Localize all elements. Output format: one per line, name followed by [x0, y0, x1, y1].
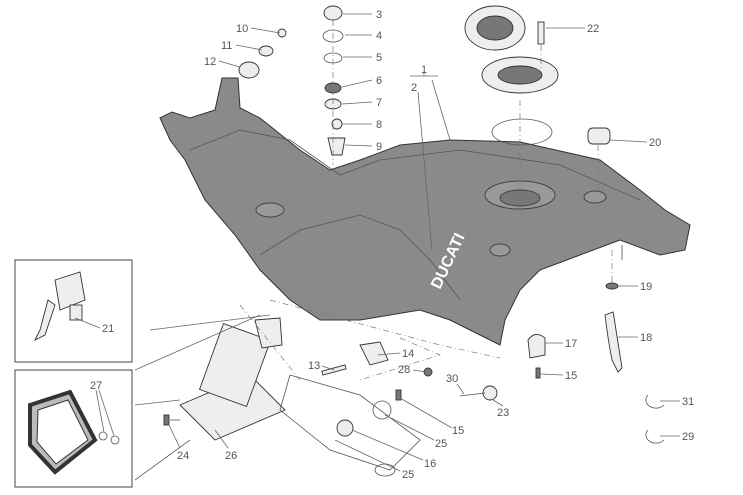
callout-18: 18	[640, 332, 652, 344]
pump-gasket	[28, 389, 120, 475]
callout-5: 5	[376, 52, 382, 64]
filler-cap-assembly	[464, 5, 559, 190]
callout-29: 29	[682, 431, 694, 443]
callout-31: 31	[682, 396, 694, 408]
callout-1: 1	[421, 64, 427, 76]
callout-9: 9	[376, 141, 382, 153]
callout-15a: 15	[565, 370, 577, 382]
callout-23: 23	[497, 407, 509, 419]
callout-19: 19	[640, 281, 652, 293]
callout-3: 3	[376, 9, 382, 21]
callout-20: 20	[649, 137, 661, 149]
callout-30: 30	[446, 373, 458, 385]
fuel-tank: DUCATI	[159, 77, 691, 346]
callout-26: 26	[225, 450, 237, 462]
callout-24: 24	[177, 450, 189, 462]
fuel-level-sensor	[33, 271, 86, 342]
callout-4: 4	[376, 30, 382, 42]
right-side-parts	[527, 127, 665, 444]
callout-15b: 15	[452, 425, 464, 437]
callout-10: 10	[236, 23, 248, 35]
callout-13: 13	[308, 360, 320, 372]
callout-17: 17	[565, 338, 577, 350]
callout-25b: 25	[402, 469, 414, 481]
callout-11: 11	[221, 40, 232, 52]
callout-28: 28	[398, 364, 410, 376]
callout-25a: 25	[435, 438, 447, 450]
callout-12: 12	[204, 56, 216, 68]
callout-27: 27	[90, 380, 102, 392]
callout-14: 14	[402, 348, 414, 360]
fuel-pump	[134, 314, 286, 481]
vent-valve-stack	[238, 5, 346, 165]
callout-6: 6	[376, 75, 382, 87]
callout-16: 16	[424, 458, 436, 470]
callout-2: 2	[411, 82, 417, 94]
callout-21: 21	[102, 323, 114, 335]
callout-7: 7	[376, 97, 382, 109]
callout-22: 22	[587, 23, 599, 35]
mount-bracket	[239, 299, 501, 477]
callout-8: 8	[376, 119, 382, 131]
leader-lines	[74, 13, 680, 472]
